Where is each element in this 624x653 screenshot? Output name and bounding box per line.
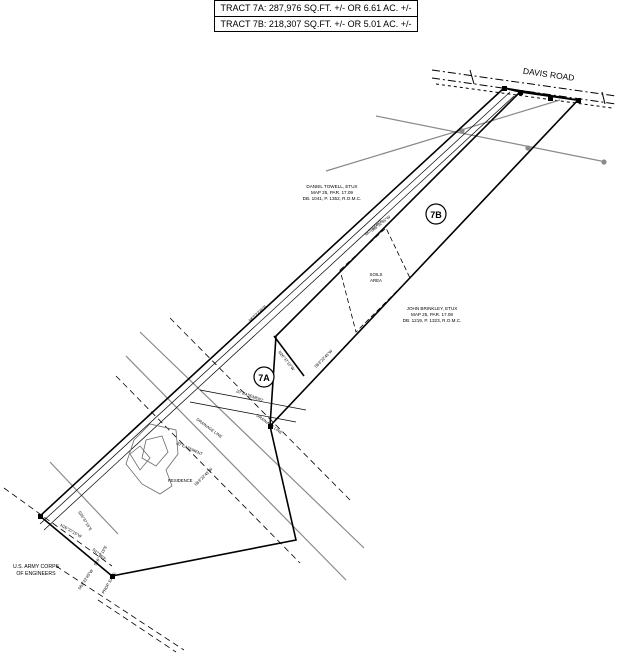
legend-tract-7b: TRACT 7B: 218,307 SQ.FT. +/- OR 5.01 AC.… (220, 19, 412, 29)
easement-lines (3, 317, 353, 653)
soils-area-label-1: SOILS (370, 272, 383, 277)
owner-south-deed: DB. 1219, P. 1323, R.O.M.C. (403, 318, 462, 323)
bearing-se-line-lower: S63°22'45"W (193, 466, 213, 486)
tract-area-legend: TRACT 7A: 287,976 SQ.FT. +/- OR 6.61 AC.… (214, 0, 418, 32)
easement-label-lower: 20' EASEMENT (176, 440, 204, 456)
legend-tract-7a: TRACT 7A: 287,976 SQ.FT. +/- OR 6.61 AC.… (215, 1, 417, 17)
bearing-sw-5: S63°22'45"W (77, 568, 94, 591)
road-name: DAVIS ROAD (522, 66, 575, 83)
owner-north-deed: DB. 1041, P. 1352, R.O.M.C. (303, 196, 362, 201)
tract-boundaries (39, 87, 580, 577)
utility-lines (49, 99, 607, 581)
owner-corps-line1: U.S. ARMY CORPS (13, 564, 60, 570)
survey-markers (38, 86, 581, 579)
tract-7a-label: 7A (258, 373, 270, 383)
bearing-se-line: S63°22'45"W (313, 348, 333, 368)
owner-south-name: JOHN BRINKLEY, ETUX (407, 306, 458, 311)
owner-north-name: DANIEL TOWELL, ETUX (306, 184, 357, 189)
drainage-label-2: DRAINAGE LINE (195, 417, 223, 439)
soils-area (339, 227, 411, 333)
residence-outline (125, 423, 179, 495)
owner-north-map: MAP 25, PAR. 17.09 (311, 190, 353, 195)
bearing-nw-line-lower: N63°22'45"E (247, 304, 267, 323)
easement-label-upper: 20' EASEMENT (236, 388, 265, 403)
owner-corps: U.S. ARMY CORPS OF ENGINEERS (13, 564, 60, 577)
owner-south: JOHN BRINKLEY, ETUX MAP 25, PAR. 17.08 D… (403, 306, 462, 323)
owner-south-map: MAP 25, PAR. 17.08 (411, 312, 453, 317)
residence-label: RESIDENCE (168, 478, 193, 483)
tract-7b-marker: 7B (425, 203, 447, 225)
tract-7b-label: 7B (430, 210, 442, 220)
tract-7a-marker: 7A (253, 366, 275, 388)
owner-corps-line2: OF ENGINEERS (16, 571, 56, 577)
owner-north: DANIEL TOWELL, ETUX MAP 25, PAR. 17.09 D… (303, 184, 362, 201)
access-strip (39, 91, 515, 531)
soils-area-label-2: AREA (370, 278, 382, 283)
bearing-sw-1: S26°37'15"E (77, 510, 93, 532)
